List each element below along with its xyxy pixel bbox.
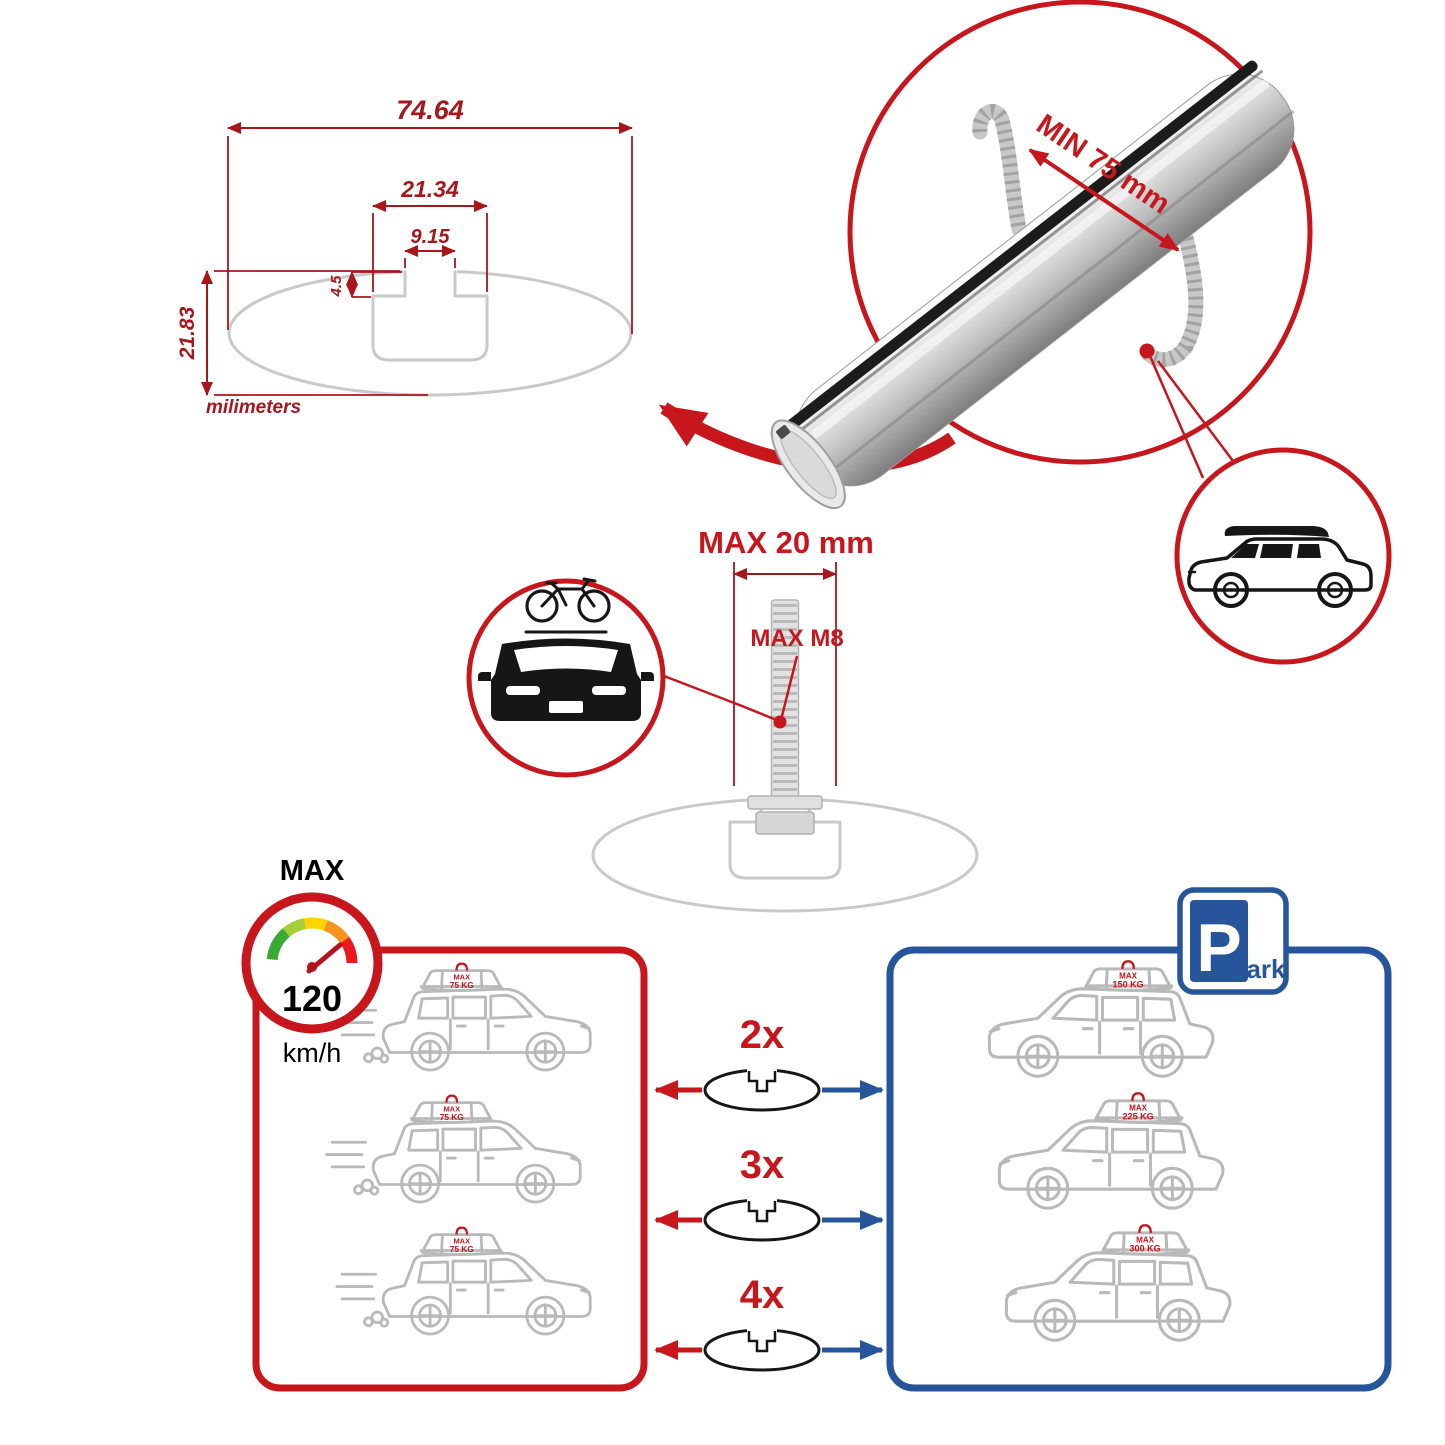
max-thread-label: MAX M8: [750, 625, 843, 652]
bolt-point-dot: [773, 715, 787, 729]
dimension-slot-width: 9.15: [404, 226, 456, 268]
speed-value: 120: [282, 978, 342, 1019]
cargo-load-value: 75 KG: [450, 980, 474, 990]
crossbar-render: MIN 75 mm: [770, 0, 1392, 665]
cargo-load-value: 75 KG: [440, 1112, 464, 1122]
speed-units: km/h: [283, 1038, 342, 1068]
dimension-label-total-width: 74.64: [396, 95, 464, 125]
dimension-total-width: 74.64: [227, 95, 633, 334]
dimension-label-channel-width: 21.34: [400, 176, 459, 202]
cargo-load-value: 225 KG: [1123, 1111, 1154, 1121]
car-front-bike-icon: [478, 577, 654, 721]
car-leader-line: [663, 674, 775, 721]
driving-car-3: MAX 75 KG: [335, 1226, 592, 1336]
cargo-max-label: MAX: [443, 1104, 460, 1113]
crossbar-ellipse-outline: [227, 269, 633, 397]
clamp-hook-front: [972, 104, 1027, 237]
speed-limit-badge: 120: [241, 892, 383, 1034]
parking-panel-border: [886, 946, 1392, 1392]
detail-circle: [847, 0, 1313, 465]
parked-car-3: MAX 300 KG: [1006, 1225, 1230, 1340]
bar-count-label: 2x: [740, 1013, 785, 1057]
units-label: milimeters: [206, 397, 301, 418]
park-sign: P ark: [1177, 887, 1289, 995]
bar-count-row-2: 3x: [654, 1143, 884, 1242]
parked-car-2: MAX 225 KG: [999, 1093, 1223, 1208]
cargo-load-value: 300 KG: [1130, 1243, 1161, 1253]
dimension-lip-depth: 4.5: [328, 271, 402, 298]
bar-count-label: 4x: [740, 1273, 785, 1317]
dimension-label-slot-width: 9.15: [411, 226, 451, 248]
cargo-max-label: MAX: [453, 972, 470, 981]
clamp-point-dot: [1139, 343, 1155, 359]
park-sign-suffix: ark: [1246, 954, 1286, 984]
speed-max-label: MAX: [280, 855, 345, 887]
cargo-max-label: MAX: [453, 1236, 470, 1245]
driving-panel-border: [252, 946, 648, 1392]
bolt-diagram: MAX 20 mm MAX M8: [466, 525, 979, 913]
parked-car-1: MAX 150 KG: [989, 961, 1213, 1076]
max-bolt-length-label: MAX 20 mm: [698, 525, 874, 560]
bar-count-label: 3x: [740, 1143, 785, 1187]
roofbox-car-inset: [1174, 447, 1392, 665]
thread-leader-line: [780, 655, 799, 717]
cargo-max-label: MAX: [1119, 971, 1138, 980]
driving-car-1: MAX 75 KG: [335, 962, 592, 1072]
speedometer-icon: [266, 917, 358, 974]
cross-section-diagram: 74.64 21.34 9.15 4.5 21.83 milimeters: [176, 95, 633, 418]
t-slot-profile: [728, 797, 842, 880]
driving-panel: MAX 75 KG MAX 75 KG MAX 75 KG: [252, 946, 648, 1392]
bar-count-row-1: 2x: [654, 1013, 884, 1112]
crossbar-photo: [770, 60, 1295, 510]
bar-count-row-3: 4x: [654, 1273, 884, 1372]
dimension-label-total-height: 21.83: [176, 306, 199, 360]
cargo-load-value: 150 KG: [1113, 979, 1144, 989]
bike-car-inset: [466, 577, 666, 778]
cargo-load-value: 75 KG: [450, 1244, 474, 1254]
clamp-hook-rear: [1139, 230, 1204, 368]
dimension-total-height: 21.83 milimeters: [176, 270, 428, 418]
dimension-channel-width: 21.34: [372, 176, 488, 292]
driving-car-2: MAX 75 KG: [325, 1094, 582, 1204]
t-slot-profile: [371, 270, 489, 362]
cargo-max-label: MAX: [1129, 1103, 1148, 1112]
parking-panel: MAX 150 KG MAX 225 KG MAX 300 KG: [886, 946, 1392, 1392]
cargo-max-label: MAX: [1136, 1235, 1155, 1244]
zoom-leader-lines: [1148, 355, 1237, 479]
dimension-label-lip-depth: 4.5: [328, 275, 345, 298]
suv-roofbox-icon: [1187, 526, 1373, 608]
park-sign-letter: P: [1196, 910, 1241, 986]
